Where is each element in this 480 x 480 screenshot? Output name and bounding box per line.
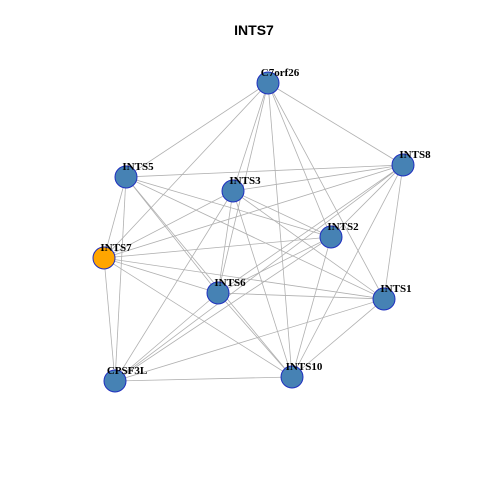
node-layer (92, 71, 415, 393)
node-c7orf26 (256, 71, 280, 95)
edge-c7orf26-ints3 (232, 82, 269, 192)
edge-ints8-ints10 (291, 164, 404, 378)
node-label-ints10: INTS10 (286, 361, 323, 373)
edge-ints5-cpsf3l (114, 176, 127, 382)
edge-ints8-ints6 (217, 164, 404, 294)
edge-ints6-ints1 (217, 292, 385, 300)
node-ints6 (206, 281, 230, 305)
edge-ints6-cpsf3l (114, 292, 219, 382)
node-ints2 (319, 225, 343, 249)
edge-ints3-ints10 (232, 190, 293, 378)
edge-ints5-ints2 (125, 176, 332, 238)
node-ints10 (280, 365, 304, 389)
node-label-ints5: INTS5 (122, 161, 154, 173)
edge-ints8-ints3 (232, 164, 404, 192)
edge-cpsf3l-ints10 (114, 376, 293, 382)
edge-ints7-ints6 (103, 257, 219, 294)
edge-ints3-ints1 (232, 190, 385, 300)
node-label-ints8: INTS8 (399, 149, 431, 161)
edge-ints3-ints2 (232, 190, 332, 238)
edge-ints2-cpsf3l (114, 236, 332, 382)
edge-ints5-ints1 (125, 176, 385, 300)
edge-ints5-ints10 (125, 176, 293, 378)
node-label-ints7: INTS7 (100, 242, 132, 254)
node-label-ints1: INTS1 (380, 283, 411, 295)
edge-layer (103, 82, 404, 382)
node-ints7 (92, 246, 116, 270)
edge-ints8-ints2 (330, 164, 404, 238)
edge-c7orf26-ints2 (267, 82, 332, 238)
node-ints5 (114, 165, 138, 189)
node-label-ints3: INTS3 (229, 175, 261, 187)
node-label-cpsf3l: CPSF3L (107, 365, 147, 377)
edge-ints7-ints10 (103, 257, 293, 378)
node-label-c7orf26: C7orf26 (261, 67, 300, 79)
edge-ints1-ints10 (291, 298, 385, 378)
edge-ints8-ints1 (383, 164, 404, 300)
edge-ints7-cpsf3l (103, 257, 116, 382)
edge-ints3-cpsf3l (114, 190, 234, 382)
edge-ints6-ints10 (217, 292, 293, 378)
edge-ints2-ints10 (291, 236, 332, 378)
edge-c7orf26-ints5 (125, 82, 269, 178)
node-ints3 (221, 179, 245, 203)
edge-ints7-ints1 (103, 257, 385, 300)
node-ints1 (372, 287, 396, 311)
edge-ints5-ints7 (103, 176, 127, 259)
edge-ints2-ints7 (103, 236, 332, 259)
node-label-ints2: INTS2 (327, 221, 359, 233)
edge-ints5-ints6 (125, 176, 219, 294)
edge-ints3-ints7 (103, 190, 234, 259)
node-label-ints6: INTS6 (214, 277, 246, 289)
edge-ints3-ints6 (217, 190, 234, 294)
node-ints8 (391, 153, 415, 177)
edge-ints8-ints7 (103, 164, 404, 259)
edge-c7orf26-ints7 (103, 82, 269, 259)
edge-ints1-cpsf3l (114, 298, 385, 382)
edge-ints2-ints6 (217, 236, 332, 294)
edge-c7orf26-ints1 (267, 82, 385, 300)
edge-ints8-ints5 (125, 164, 404, 178)
diagram-title: INTS7 (234, 22, 274, 38)
edge-c7orf26-ints8 (267, 82, 404, 166)
node-cpsf3l (103, 369, 127, 393)
